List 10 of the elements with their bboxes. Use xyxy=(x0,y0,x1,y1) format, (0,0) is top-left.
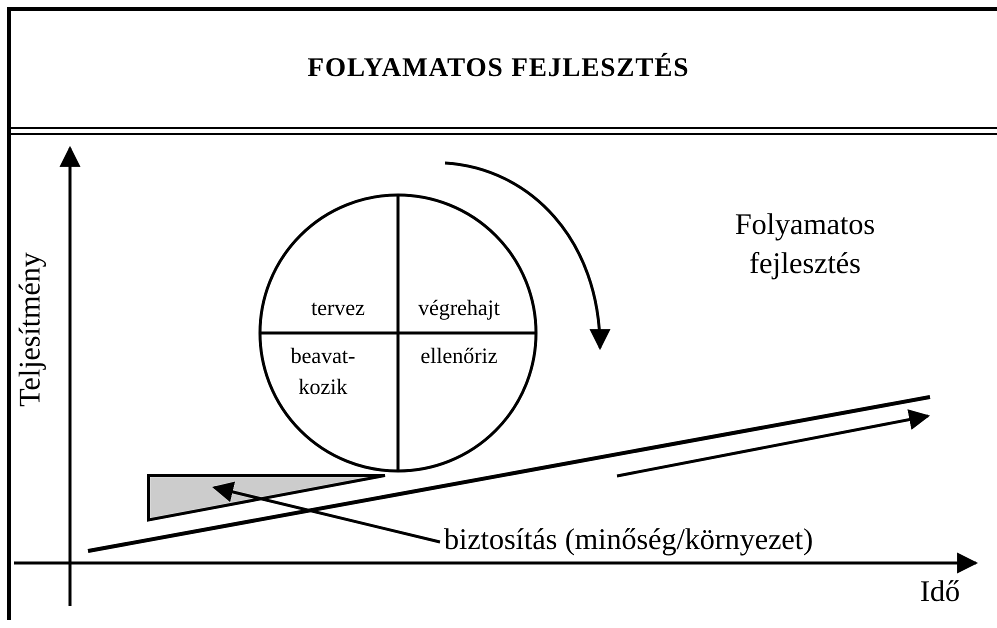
quadrant-label: tervez xyxy=(310,294,366,322)
quadrant-label: végrehajt xyxy=(417,294,501,322)
quadrant-label: ellenőriz xyxy=(420,342,498,370)
title: FOLYAMATOS FEJLESZTÉS xyxy=(306,52,690,83)
axis-label: Idő xyxy=(919,574,960,610)
annotation-text: Folyamatos fejlesztés xyxy=(734,207,876,282)
leader-arrow xyxy=(212,482,440,544)
callout-text: biztosítás (minőség/környezet) xyxy=(444,522,814,558)
quadrant-label: beavat- kozik xyxy=(290,342,356,401)
axis-label: Teljesítmény xyxy=(12,251,48,409)
